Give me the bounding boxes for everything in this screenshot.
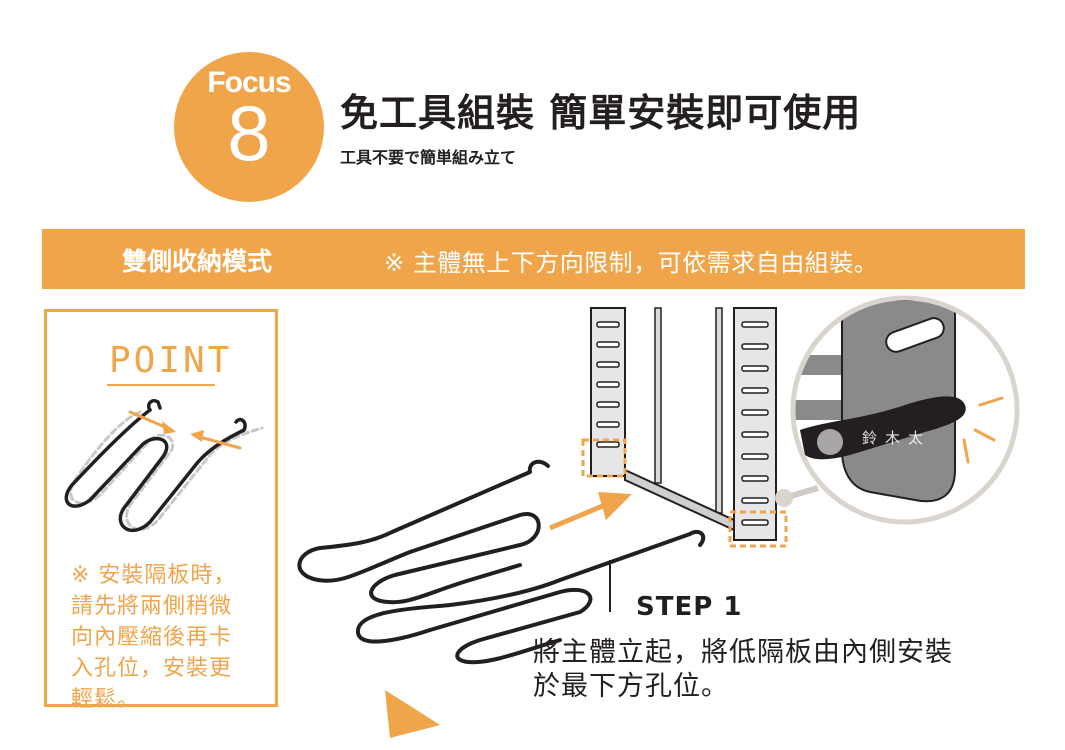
page-title: 免工具組裝 簡單安裝即可使用: [340, 91, 862, 135]
focus-badge: Focus 8: [174, 52, 324, 202]
detail-zoom: [775, 295, 1020, 525]
rack-frame: [581, 307, 788, 548]
compressed-shelf-illustration: [64, 398, 264, 533]
focus-word: Focus: [207, 66, 291, 99]
banner-note: ※ 主體無上下方向限制，可依需求自由組裝。: [384, 249, 879, 277]
mode-banner: 雙側收納模式 ※ 主體無上下方向限制，可依需求自由組裝。: [42, 229, 1025, 289]
low-shelf-wires: [297, 459, 706, 665]
step-description: 將主體立起，將低隔板由內側安裝 於最下方孔位。: [533, 637, 953, 702]
point-title: POINT: [109, 340, 233, 381]
point-panel: POINT ※ 安裝隔板時， 請先將兩側稍微 向內壓縮後再卡 入孔位，安裝更 輕…: [44, 309, 278, 712]
watermark-logo-icon: [817, 429, 843, 455]
banner-mode-label: 雙側收納模式: [122, 247, 273, 276]
focus-number: 8: [227, 89, 271, 177]
watermark-text: 鈴木太: [862, 429, 932, 447]
page-subtitle: 工具不要で簡単組み立て: [340, 148, 517, 167]
point-note: ※ 安裝隔板時， 請先將兩側稍微 向內壓縮後再卡 入孔位，安裝更 輕鬆。: [71, 563, 237, 712]
arrow-down-icon: [385, 690, 440, 738]
arrow-right-icon: [598, 492, 632, 520]
point-title-underline: [107, 384, 215, 386]
direction-arrows: [385, 492, 632, 738]
step-label: STEP 1: [636, 592, 743, 622]
